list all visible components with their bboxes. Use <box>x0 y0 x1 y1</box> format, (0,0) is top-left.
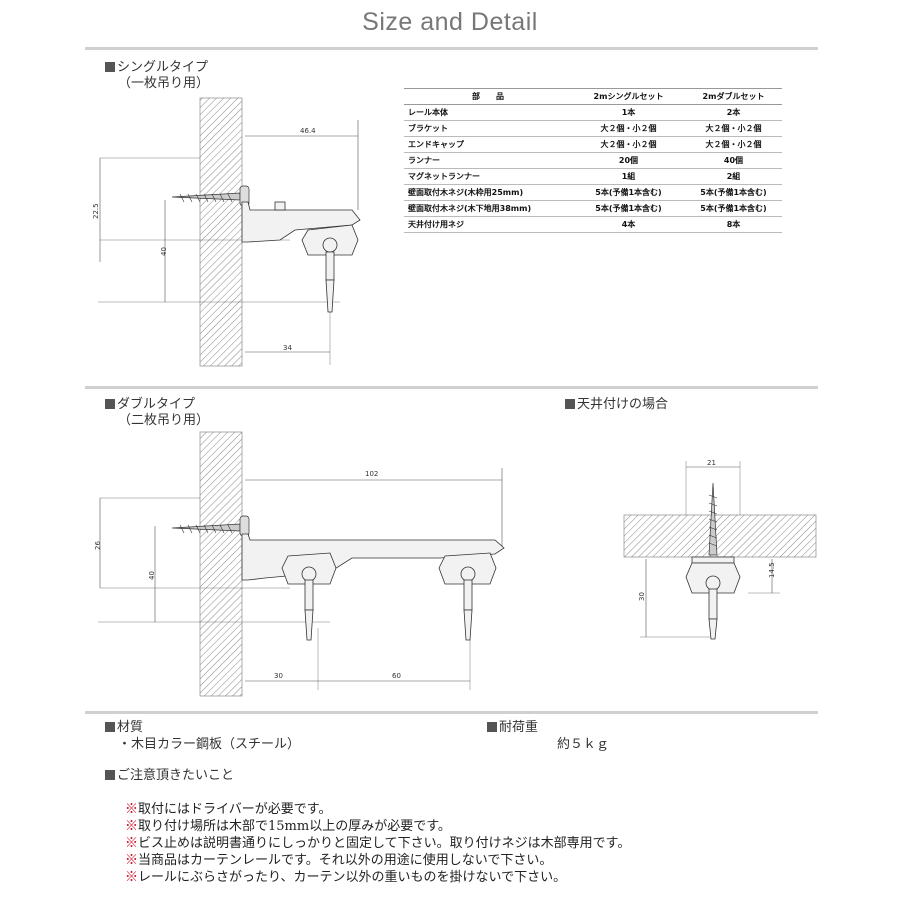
table-cell: 天井付け用ネジ <box>404 216 572 233</box>
square-bullet-icon <box>105 62 115 72</box>
bracket-icon <box>241 201 361 313</box>
single-bracket-diagram: 46.4 22.5 40 34 <box>92 97 361 367</box>
table-cell: レール本体 <box>404 104 572 121</box>
table-cell: 5本(予備1本含む) <box>572 184 685 201</box>
note-marker: ※ <box>125 819 139 834</box>
single-type-sub: （一枚吊り用） <box>118 76 210 91</box>
notes-heading: ご注意頂きたいこと <box>105 768 234 784</box>
table-cell: 2本 <box>685 104 782 121</box>
divider <box>85 47 818 50</box>
dim-width-label: 21 <box>707 459 716 467</box>
load-value: 約５ｋｇ <box>557 737 610 752</box>
dim-height-label: 40 <box>148 571 156 580</box>
material-value: ・木目カラー鋼板（スチール） <box>118 737 301 752</box>
square-bullet-icon <box>565 399 575 409</box>
list-item: ※当商品はカーテンレールです。それ以外の用途に使用しないで下さい。 <box>125 853 553 868</box>
note-marker: ※ <box>125 802 139 817</box>
screw-icon <box>171 185 250 207</box>
dim-small-height-label: 14.5 <box>768 562 776 578</box>
dim-height-label: 30 <box>638 592 646 601</box>
ceiling-heading: 天井付けの場合 <box>565 397 668 413</box>
list-item: ※ビス止めは説明書通りにしっかりと固定して下さい。取り付けネジは木部専用です。 <box>125 836 631 851</box>
single-type-heading: シングルタイプ <box>105 60 208 76</box>
table-cell: 40個 <box>685 152 782 169</box>
note-marker: ※ <box>125 836 139 851</box>
note-marker: ※ <box>125 870 139 885</box>
dim-depth-label: 34 <box>283 344 292 352</box>
table-cell: 大２個・小２個 <box>572 120 685 137</box>
table-cell: 20個 <box>572 152 685 169</box>
material-heading: 材質 <box>105 720 143 736</box>
table-row: 壁面取付木ネジ(木下地用38mm)5本(予備1本含む)5本(予備1本含む) <box>404 200 782 217</box>
table-cell: マグネットランナー <box>404 168 572 185</box>
square-bullet-icon <box>487 722 497 732</box>
dim-width-label: 46.4 <box>300 127 316 135</box>
bracket-icon <box>241 533 505 641</box>
table-cell: 壁面取付木ネジ(木下地用38mm) <box>404 200 572 217</box>
table-row: エンドキャップ大２個・小２個大２個・小２個 <box>404 136 782 153</box>
table-header-row: 部 品 2mシングルセット 2mダブルセット <box>404 88 782 105</box>
ceiling-bracket-diagram: 21 30 14.5 <box>623 459 817 640</box>
wall-section <box>199 431 243 697</box>
note-marker: ※ <box>125 853 139 868</box>
notes-list: ※取付にはドライバーが必要です。 ※取り付け場所は木部で15mm以上の厚みが必要… <box>125 801 630 886</box>
table-header-cell: 2mダブルセット <box>685 88 782 105</box>
bracket-icon <box>685 556 741 640</box>
table-cell: 大２個・小２個 <box>685 120 782 137</box>
list-item: ※レールにぶらさがったり、カーテン以外の重いものを掛けないで下さい。 <box>125 870 567 885</box>
load-heading: 耐荷重 <box>487 720 538 736</box>
screw-icon <box>171 515 250 537</box>
page-title: Size and Detail <box>362 8 538 36</box>
dim-width-label: 102 <box>365 470 378 478</box>
dim-pitch-label: 60 <box>392 672 401 680</box>
ceiling-section <box>623 514 817 558</box>
double-type-heading: ダブルタイプ <box>105 397 195 413</box>
table-header-cell: 部 品 <box>404 88 572 105</box>
dim-screw-height-label: 22.5 <box>92 203 100 219</box>
list-item: ※取付にはドライバーが必要です。 <box>125 802 332 817</box>
double-bracket-diagram: 102 26 40 30 60 <box>94 431 505 697</box>
table-cell: 5本(予備1本含む) <box>572 200 685 217</box>
table-row: 壁面取付木ネジ(木枠用25mm)5本(予備1本含む)5本(予備1本含む) <box>404 184 782 201</box>
screw-icon <box>708 482 718 556</box>
table-cell: 壁面取付木ネジ(木枠用25mm) <box>404 184 572 201</box>
table-cell: 5本(予備1本含む) <box>685 200 782 217</box>
square-bullet-icon <box>105 399 115 409</box>
dim-offset-label: 30 <box>274 672 283 680</box>
divider <box>85 711 818 714</box>
table-row: ブラケット大２個・小２個大２個・小２個 <box>404 120 782 137</box>
dim-screw-height-label: 26 <box>94 541 102 550</box>
table-cell: 8本 <box>685 216 782 233</box>
table-header-cell: 2mシングルセット <box>572 88 685 105</box>
list-item: ※取り付け場所は木部で15mm以上の厚みが必要です。 <box>125 819 451 834</box>
double-type-sub: （二枚吊り用） <box>118 413 210 428</box>
square-bullet-icon <box>105 722 115 732</box>
table-cell: 大２個・小２個 <box>572 136 685 153</box>
table-cell: エンドキャップ <box>404 136 572 153</box>
table-cell: 2組 <box>685 168 782 185</box>
table-cell: 大２個・小２個 <box>685 136 782 153</box>
table-cell: 1本 <box>572 104 685 121</box>
table-cell: 1組 <box>572 168 685 185</box>
table-cell: 5本(予備1本含む) <box>685 184 782 201</box>
divider <box>85 386 818 389</box>
table-cell: 4本 <box>572 216 685 233</box>
dim-height-label: 40 <box>160 247 168 256</box>
table-cell: ブラケット <box>404 120 572 137</box>
square-bullet-icon <box>105 770 115 780</box>
wall-section <box>199 97 243 367</box>
table-cell: ランナー <box>404 152 572 169</box>
